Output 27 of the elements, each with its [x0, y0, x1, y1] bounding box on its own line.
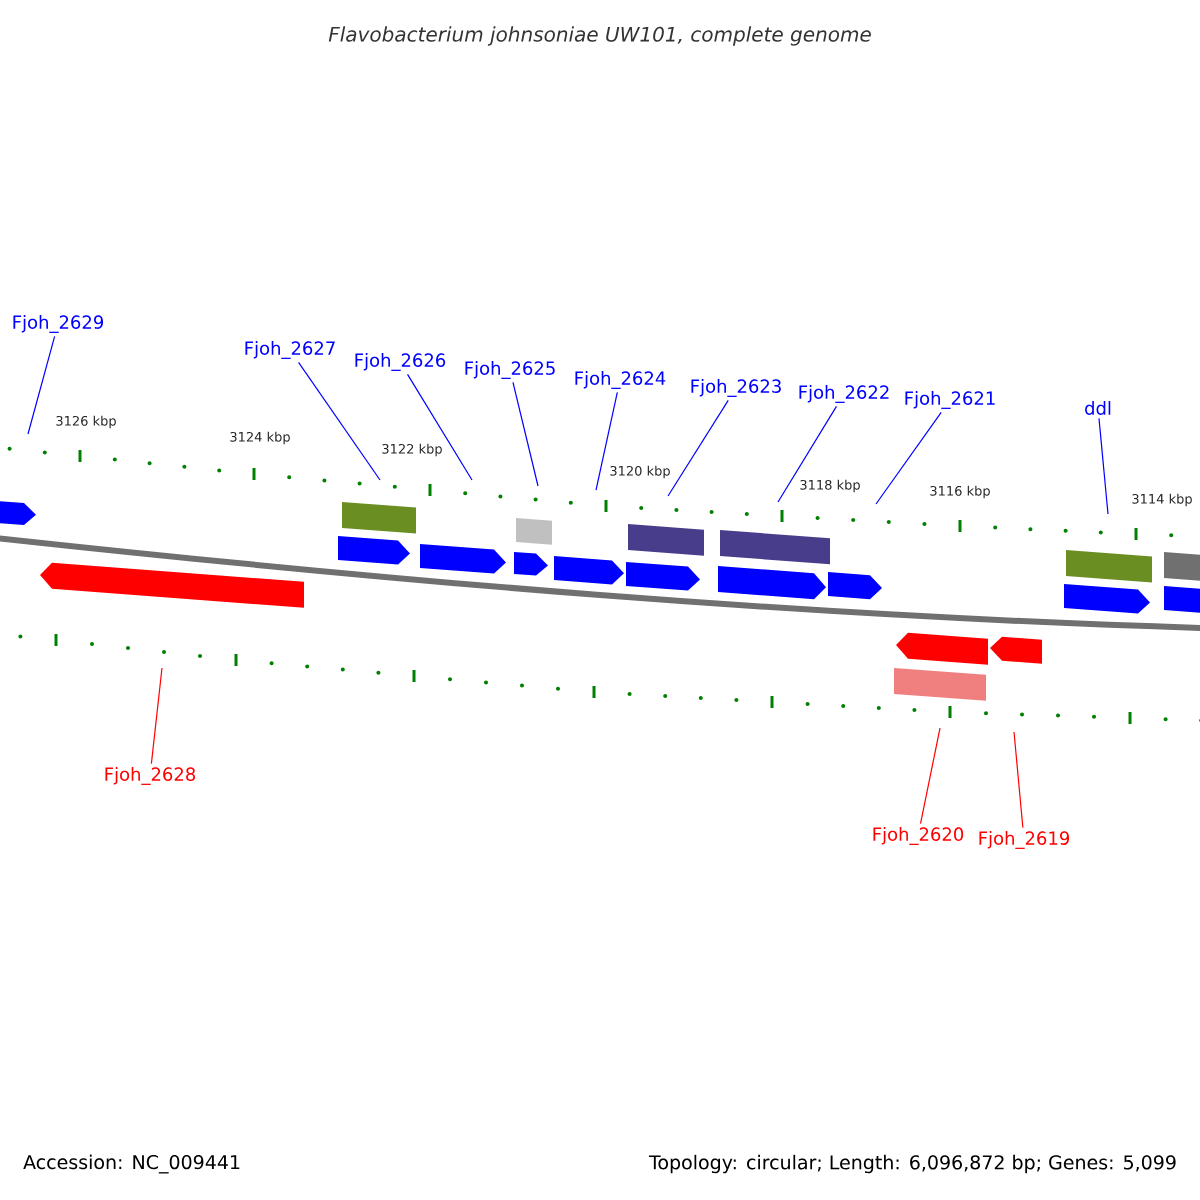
leader-line	[406, 373, 473, 481]
gene-label: ddl	[1085, 401, 1111, 415]
leader-line	[512, 381, 539, 487]
gene-label: Fjoh_2623	[691, 379, 781, 397]
leader-line	[27, 335, 56, 435]
gene-label: Fjoh_2621	[905, 391, 995, 409]
leader-line	[777, 405, 838, 503]
leader-line	[150, 667, 163, 765]
gene-label: Fjoh_2619	[979, 831, 1070, 849]
leader-line	[875, 411, 942, 505]
genome-info-text: Topology: circular; Length: 6,096,872 bp; Genes: 5,099	[648, 1154, 1176, 1174]
gene-label: Fjoh_2622	[799, 385, 889, 403]
gene-label: Fjoh_2620	[873, 827, 964, 845]
title: Flavobacterium johnsoniae UW101, complete genome	[328, 26, 871, 46]
accession-text: Accession: NC_009441	[23, 1154, 240, 1174]
gene-label: Fjoh_2629	[13, 315, 104, 333]
leader-line	[595, 391, 618, 491]
leader-line	[667, 399, 729, 497]
leader-line	[1013, 731, 1024, 829]
leader-line	[919, 727, 941, 825]
gene-label: Fjoh_2624	[575, 371, 666, 389]
gene-label: Fjoh_2627	[245, 341, 335, 359]
gene-label: Fjoh_2625	[465, 361, 555, 379]
leader-line	[1098, 417, 1109, 515]
gene-label: Fjoh_2626	[355, 353, 446, 371]
leader-line	[297, 361, 381, 481]
gene-label: Fjoh_2628	[105, 767, 196, 785]
